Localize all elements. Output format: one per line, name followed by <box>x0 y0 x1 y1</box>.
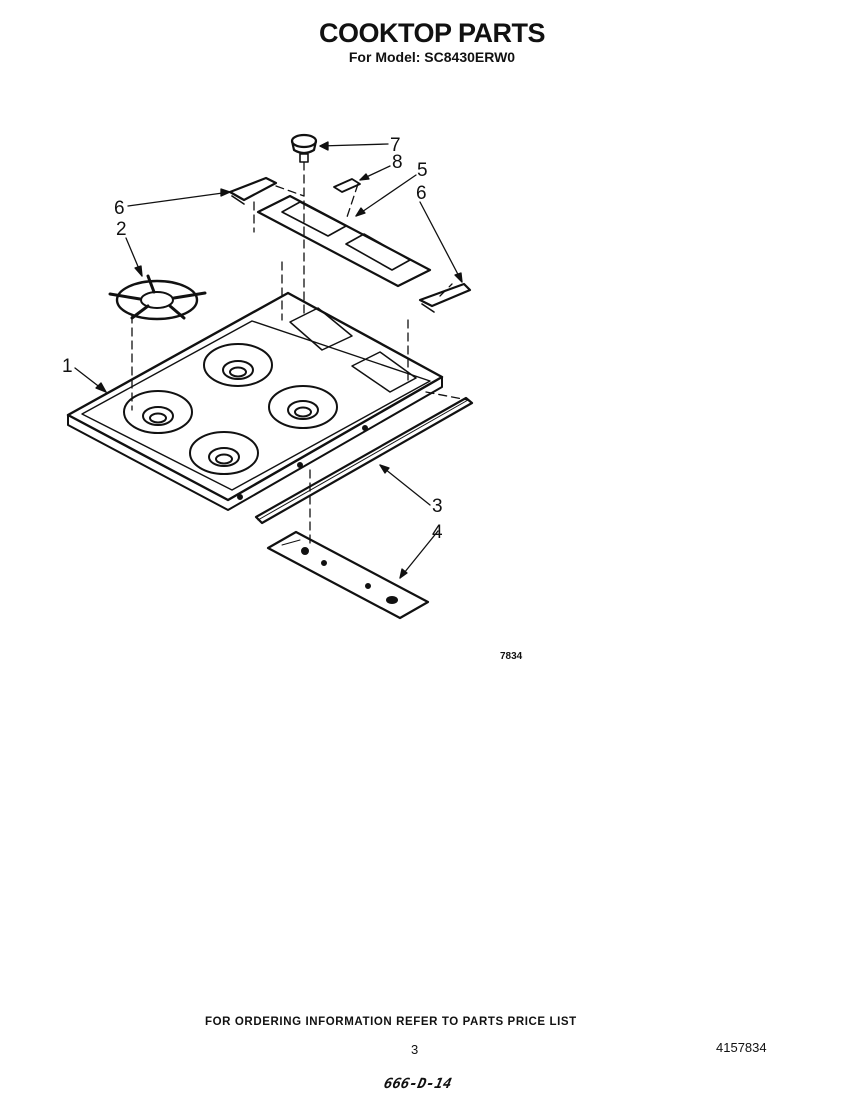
burner-grate-part-2 <box>108 274 207 321</box>
model-subtitle: For Model: SC8430ERW0 <box>348 49 516 65</box>
trim-strip-part-3 <box>254 396 474 525</box>
callout-3: 3 <box>432 496 443 517</box>
burner-well <box>123 390 193 434</box>
cooktop-part-1 <box>66 291 444 511</box>
document-number: 4157834 <box>716 1040 767 1055</box>
page-number: 3 <box>411 1042 419 1057</box>
callout-7: 7 <box>390 135 401 156</box>
callout-2: 2 <box>116 219 127 240</box>
figure-number: 7834 <box>500 651 523 662</box>
callout-4: 4 <box>432 522 443 543</box>
panel-frame-part-5 <box>256 194 432 288</box>
end-cap-part-6-right <box>418 282 472 313</box>
leader-lines <box>74 141 463 579</box>
ordering-note: FOR ORDERING INFORMATION REFER TO PARTS … <box>205 1016 577 1028</box>
end-cap-part-6-left <box>228 176 278 205</box>
callout-1: 1 <box>62 356 73 377</box>
bottom-plate-part-4 <box>266 530 430 620</box>
callout-8: 8 <box>392 152 403 173</box>
assembly-lines <box>131 161 469 549</box>
callout-6-left: 6 <box>114 198 125 219</box>
burner-well <box>189 431 259 475</box>
burner-well <box>268 385 338 429</box>
knob-part-7 <box>290 133 318 163</box>
callout-6-right: 6 <box>416 183 427 204</box>
page-title: COOKTOP PARTS <box>318 18 546 48</box>
handwritten-note: 666-D-14 <box>382 1076 454 1092</box>
insert-part-8 <box>333 178 361 193</box>
burner-well <box>203 343 273 387</box>
callout-5: 5 <box>417 160 428 181</box>
